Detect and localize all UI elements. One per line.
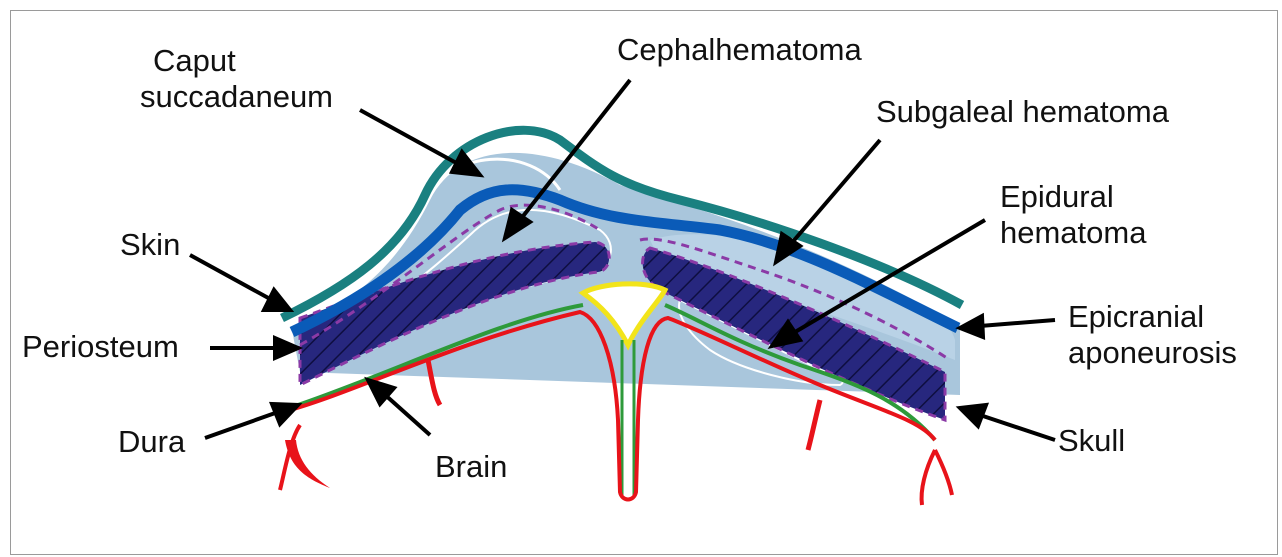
label-epicranial-line2: aponeurosis	[1068, 336, 1237, 370]
label-skull: Skull	[1058, 424, 1125, 458]
label-dura: Dura	[118, 425, 185, 459]
brain-sulcus-right	[808, 400, 820, 450]
label-epidural-line2: hematoma	[1000, 216, 1146, 250]
label-brain: Brain	[435, 450, 507, 484]
label-caput-line2: succadaneum	[140, 80, 333, 114]
label-periosteum: Periosteum	[22, 330, 179, 364]
label-epicranial-line1: Epicranial	[1068, 300, 1204, 334]
label-caput-line1: Caput	[153, 44, 236, 78]
brain-sulcus-right-2	[922, 450, 952, 505]
label-skin: Skin	[120, 228, 180, 262]
label-subgaleal-hematoma: Subgaleal hematoma	[876, 95, 1169, 129]
label-epidural-line1: Epidural	[1000, 180, 1114, 214]
label-cephalhematoma: Cephalhematoma	[617, 33, 862, 67]
